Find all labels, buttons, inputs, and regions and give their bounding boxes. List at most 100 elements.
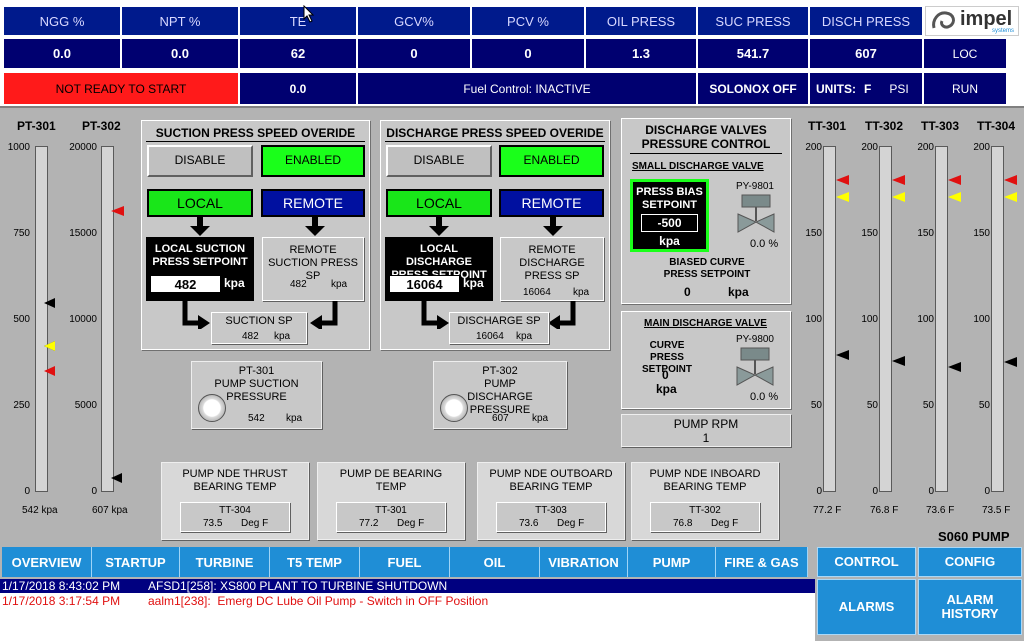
percent-unit: % bbox=[768, 238, 779, 250]
nav-turbine[interactable]: TURBINE bbox=[180, 547, 270, 577]
header-disch-press-value: 607 bbox=[809, 38, 923, 69]
press-bias-setpoint-box: PRESS BIAS SETPOINT -500 kpa bbox=[630, 179, 709, 252]
suction-remote-button[interactable]: REMOTE bbox=[261, 189, 365, 217]
tt301-tick: 200 bbox=[805, 142, 822, 153]
header-suc-press-value: 541.7 bbox=[697, 38, 809, 69]
nav-startup[interactable]: STARTUP bbox=[92, 547, 180, 577]
pt301-reading: 542 kpa bbox=[22, 505, 58, 516]
mouse-cursor-icon bbox=[303, 5, 315, 23]
tt304-warn-marker bbox=[1004, 192, 1017, 202]
alarm-text: AFSD1[258]: XS800 PLANT TO TURBINE SHUTD… bbox=[148, 579, 448, 593]
remote-suction-sp-box: REMOTE SUCTION PRESS SP 482 kpa bbox=[262, 237, 364, 301]
nav-oil[interactable]: OIL bbox=[450, 547, 540, 577]
main-valve-title: MAIN DISCHARGE VALVE bbox=[644, 318, 767, 329]
header-gcv-value: 0 bbox=[357, 38, 471, 69]
tt304-tick: 50 bbox=[978, 400, 990, 411]
press-bias-unit: kpa bbox=[659, 234, 680, 248]
bearing-tag: TT-303 bbox=[535, 505, 567, 516]
bearing-unit: Deg F bbox=[241, 518, 269, 529]
discharge-enabled-button[interactable]: ENABLED bbox=[499, 145, 604, 177]
curve-press-unit: kpa bbox=[656, 382, 677, 396]
pt301-low-alarm-marker bbox=[44, 341, 55, 351]
tt301-reading: 77.2 F bbox=[813, 505, 842, 516]
nav-fire-gas[interactable]: FIRE & GAS bbox=[716, 547, 808, 577]
tt301-warn-marker bbox=[836, 192, 849, 202]
pt301-value-marker bbox=[44, 298, 55, 308]
config-button[interactable]: CONFIG bbox=[918, 547, 1022, 577]
pt302-bar bbox=[101, 146, 114, 492]
pump-discharge-pressure-box: PT-302 PUMP DISCHARGE PRESSURE 607 kpa bbox=[433, 361, 567, 429]
discharge-panel-title: DISCHARGE PRESS SPEED OVERIDE bbox=[386, 126, 604, 140]
alarms-button[interactable]: ALARMS bbox=[817, 579, 916, 635]
fuel-control-status: Fuel Control: INACTIVE bbox=[357, 72, 697, 105]
nav-pump[interactable]: PUMP bbox=[628, 547, 716, 577]
nav-fuel[interactable]: FUEL bbox=[360, 547, 450, 577]
units-selector[interactable]: UNITS: F PSI bbox=[809, 72, 923, 105]
discharge-local-button[interactable]: LOCAL bbox=[386, 189, 492, 217]
alarm-history-button[interactable]: ALARM HISTORY bbox=[918, 579, 1022, 635]
suction-enabled-button[interactable]: ENABLED bbox=[261, 145, 365, 177]
pump-discharge-label: PUMP DISCHARGE PRESSURE bbox=[467, 378, 533, 416]
header-te-label: TE bbox=[239, 6, 357, 36]
nav-overview[interactable]: OVERVIEW bbox=[2, 547, 92, 577]
nav-t5-temp[interactable]: T5 TEMP bbox=[270, 547, 360, 577]
control-valve-icon[interactable] bbox=[736, 347, 776, 389]
curve-press-value: 0 bbox=[662, 368, 669, 382]
pt301-bar bbox=[35, 146, 48, 492]
tt302-tick: 150 bbox=[861, 228, 878, 239]
press-bias-input[interactable]: -500 bbox=[641, 214, 698, 232]
pt302-value-marker bbox=[111, 473, 122, 483]
remote-discharge-sp-box: REMOTE DISCHARGE PRESS SP 16064 kpa bbox=[500, 237, 604, 301]
suction-local-button[interactable]: LOCAL bbox=[147, 189, 253, 217]
discharge-sp-unit: kpa bbox=[516, 331, 533, 342]
header-gcv-label: GCV% bbox=[357, 6, 471, 36]
pt301-scale-title: PT-301 bbox=[17, 119, 56, 133]
tt304-bar bbox=[991, 146, 1004, 492]
tt303-tick: 0 bbox=[928, 486, 934, 497]
py9800-percent-value: 0.0 bbox=[750, 391, 766, 403]
percent-unit: % bbox=[768, 391, 779, 403]
down-arrow-icon bbox=[429, 217, 449, 236]
curve-press-label: CURVE PRESS SETPOINT bbox=[641, 340, 692, 375]
alarm-row[interactable]: 1/17/2018 3:17:54 PM aalm1[238]: Emerg D… bbox=[0, 594, 815, 608]
remote-suction-sp-unit: kpa bbox=[331, 279, 348, 290]
bearing-unit: Deg F bbox=[711, 518, 739, 529]
alarm-row-selected[interactable]: 1/17/2018 8:43:02 PM AFSD1[258]: XS800 P… bbox=[0, 579, 815, 593]
pump-suction-label: PUMP SUCTION PRESSURE bbox=[214, 378, 299, 403]
local-discharge-setpoint-input[interactable]: 16064 bbox=[389, 275, 460, 293]
discharge-disable-button[interactable]: DISABLE bbox=[386, 145, 492, 177]
tt304-scale-title: TT-304 bbox=[977, 119, 1016, 133]
alarm-time: 1/17/2018 8:43:02 PM bbox=[2, 579, 121, 593]
alarm-list[interactable]: 1/17/2018 8:43:02 PM AFSD1[258]: XS800 P… bbox=[0, 579, 815, 641]
control-button[interactable]: CONTROL bbox=[817, 547, 916, 577]
local-suction-setpoint-input[interactable]: 482 bbox=[150, 275, 221, 293]
elbow-arrow-icon bbox=[548, 301, 576, 329]
bearing-temp-panel: PUMP NDE THRUST BEARING TEMP TT-304 73.5… bbox=[161, 462, 309, 540]
tt304-high-alarm-marker bbox=[1004, 175, 1017, 185]
pump-discharge-value: 607 bbox=[492, 413, 509, 424]
title-underline bbox=[385, 141, 605, 142]
tt302-reading: 76.8 F bbox=[870, 505, 899, 516]
run-button[interactable]: RUN bbox=[923, 72, 1007, 105]
valves-panel-title: DISCHARGE VALVES PRESSURE CONTROL bbox=[641, 123, 771, 151]
tt302-warn-marker bbox=[892, 192, 905, 202]
header-npt-value: 0.0 bbox=[121, 38, 239, 69]
biased-curve-unit: kpa bbox=[728, 285, 749, 299]
title-underline bbox=[146, 141, 365, 142]
loc-button[interactable]: LOC bbox=[923, 38, 1007, 69]
pump-rpm-label: PUMP RPM bbox=[673, 417, 739, 431]
discharge-sp-box: DISCHARGE SP 16064 kpa bbox=[449, 312, 549, 344]
pt302-tick: 20000 bbox=[69, 142, 97, 153]
units-psi[interactable]: PSI bbox=[889, 81, 909, 96]
suction-disable-button[interactable]: DISABLE bbox=[147, 145, 253, 177]
tt303-value-marker bbox=[948, 362, 961, 372]
tt301-tick: 100 bbox=[805, 314, 822, 325]
units-f[interactable]: F bbox=[864, 81, 872, 96]
tt303-tick: 100 bbox=[917, 314, 934, 325]
discharge-remote-button[interactable]: REMOTE bbox=[499, 189, 604, 217]
screen-title: S060 PUMP bbox=[938, 529, 1010, 544]
nav-vibration[interactable]: VIBRATION bbox=[540, 547, 628, 577]
py9800-percent: 0.0 % bbox=[750, 391, 778, 403]
title-underline bbox=[630, 153, 782, 154]
control-valve-icon[interactable] bbox=[737, 194, 777, 236]
